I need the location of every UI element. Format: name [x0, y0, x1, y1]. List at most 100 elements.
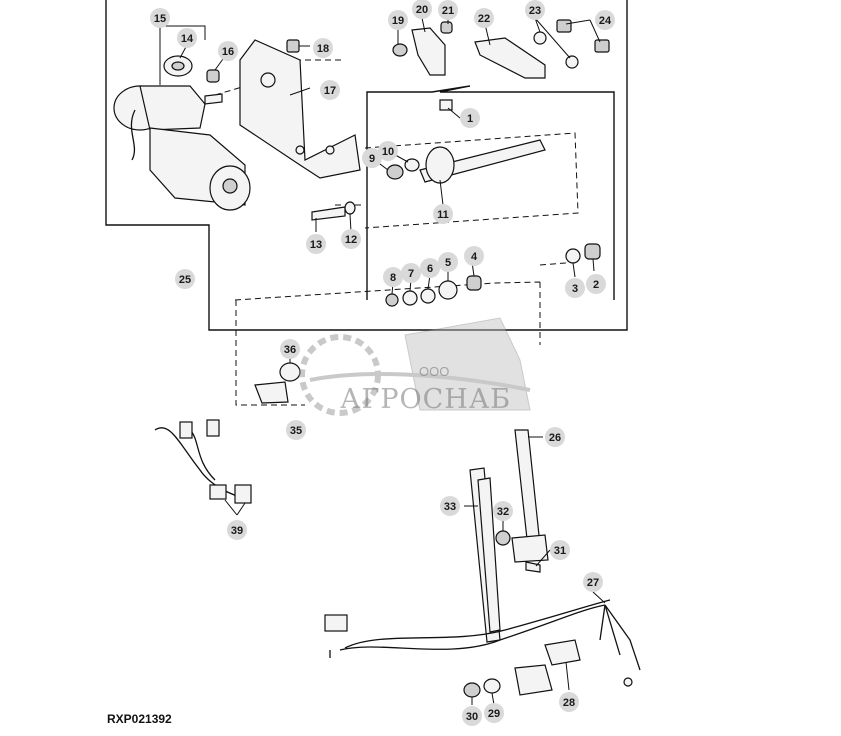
callout-number: 3	[572, 283, 578, 295]
callout-number: 14	[181, 33, 194, 45]
watermark-sub-text: ООО	[419, 364, 450, 379]
callout-badge	[388, 10, 408, 30]
callout-badge	[545, 427, 565, 447]
callout-32: 32	[493, 501, 513, 521]
callout-number: 32	[497, 506, 509, 518]
callout-number: 19	[392, 15, 404, 27]
callout-badge	[378, 141, 398, 161]
callout-badge	[595, 10, 615, 30]
callout-5: 5	[438, 252, 458, 272]
callout-badge	[462, 706, 482, 726]
callout-number: 23	[529, 5, 541, 17]
callout-number: 21	[442, 5, 454, 17]
callout-number: 20	[416, 4, 428, 16]
callout-number: 22	[478, 13, 490, 25]
callout-16: 16	[218, 41, 238, 61]
callout-number: 29	[488, 708, 500, 720]
callout-badge	[559, 692, 579, 712]
callout-badge	[433, 204, 453, 224]
callout-number: 18	[317, 43, 329, 55]
callout-badge	[438, 252, 458, 272]
callout-number: 35	[290, 425, 302, 437]
shaft-nuts	[385, 243, 601, 307]
callout-number: 9	[369, 153, 375, 165]
switch-knob	[463, 678, 501, 698]
callout-badge	[306, 234, 326, 254]
callout-number: 8	[390, 272, 396, 284]
callout-12: 12	[341, 229, 361, 249]
callout-badge	[280, 339, 300, 359]
callout-8: 8	[383, 267, 403, 287]
callout-22: 22	[474, 8, 494, 28]
callout-badge	[401, 263, 421, 283]
callout-26: 26	[545, 427, 565, 447]
callout-14: 14	[177, 28, 197, 48]
callout-badge	[586, 274, 606, 294]
callout-number: 15	[154, 13, 166, 25]
callout-number: 33	[444, 501, 456, 513]
callout-badge	[227, 520, 247, 540]
callout-35: 35	[286, 420, 306, 440]
callout-number: 1	[467, 113, 473, 125]
callout-29: 29	[484, 703, 504, 723]
motor-gear	[163, 55, 193, 77]
callout-21: 21	[438, 0, 458, 20]
callout-number: 17	[324, 85, 336, 97]
motor-nut	[206, 69, 220, 83]
callout-number: 27	[587, 577, 599, 589]
callout-36: 36	[280, 339, 300, 359]
callout-33: 33	[440, 496, 460, 516]
callout-17: 17	[320, 80, 340, 100]
callout-number: 11	[437, 209, 449, 221]
callout-badge	[175, 269, 195, 289]
outer-frame	[105, 0, 628, 331]
callout-badge	[412, 0, 432, 19]
callout-badge	[565, 278, 585, 298]
callout-30: 30	[462, 706, 482, 726]
callout-20: 20	[412, 0, 432, 19]
wiper-blade	[469, 467, 501, 643]
wiper-motor	[113, 85, 251, 211]
bracket-bolt	[286, 39, 310, 53]
callout-number: 10	[382, 146, 394, 158]
callout-badge	[177, 28, 197, 48]
callout-badge	[362, 148, 382, 168]
callout-number: 36	[284, 344, 296, 356]
callout-badge	[493, 501, 513, 521]
wiring-harness	[324, 599, 641, 696]
callout-27: 27	[583, 572, 603, 592]
callout-number: 26	[549, 432, 561, 444]
callout-10: 10	[378, 141, 398, 161]
callout-badge	[474, 8, 494, 28]
callout-badge	[460, 108, 480, 128]
callout-15: 15	[150, 8, 170, 28]
callout-badge	[525, 0, 545, 20]
callout-number: 5	[445, 257, 451, 269]
shaft-bolt	[311, 201, 356, 221]
callout-19: 19	[388, 10, 408, 30]
callout-18: 18	[313, 38, 333, 58]
mounting-bracket	[239, 39, 361, 179]
washer-parts	[254, 362, 301, 404]
callout-badge	[420, 258, 440, 278]
callout-badge	[464, 246, 484, 266]
callout-number: 6	[427, 263, 433, 275]
callout-number: 25	[179, 274, 191, 286]
callout-badge	[341, 229, 361, 249]
callout-badge	[286, 420, 306, 440]
callout-25: 25	[175, 269, 195, 289]
callout-number: 16	[222, 46, 234, 58]
callout-28: 28	[559, 692, 579, 712]
watermark-logo	[299, 317, 531, 416]
callout-number: 13	[310, 239, 322, 251]
callout-1: 1	[460, 108, 480, 128]
callout-number: 30	[466, 711, 478, 723]
link-parts	[392, 19, 610, 79]
shaft-dash-box	[364, 132, 579, 229]
callout-number: 4	[471, 251, 478, 263]
callout-6: 6	[420, 258, 440, 278]
callout-11: 11	[433, 204, 453, 224]
callout-4: 4	[464, 246, 484, 266]
